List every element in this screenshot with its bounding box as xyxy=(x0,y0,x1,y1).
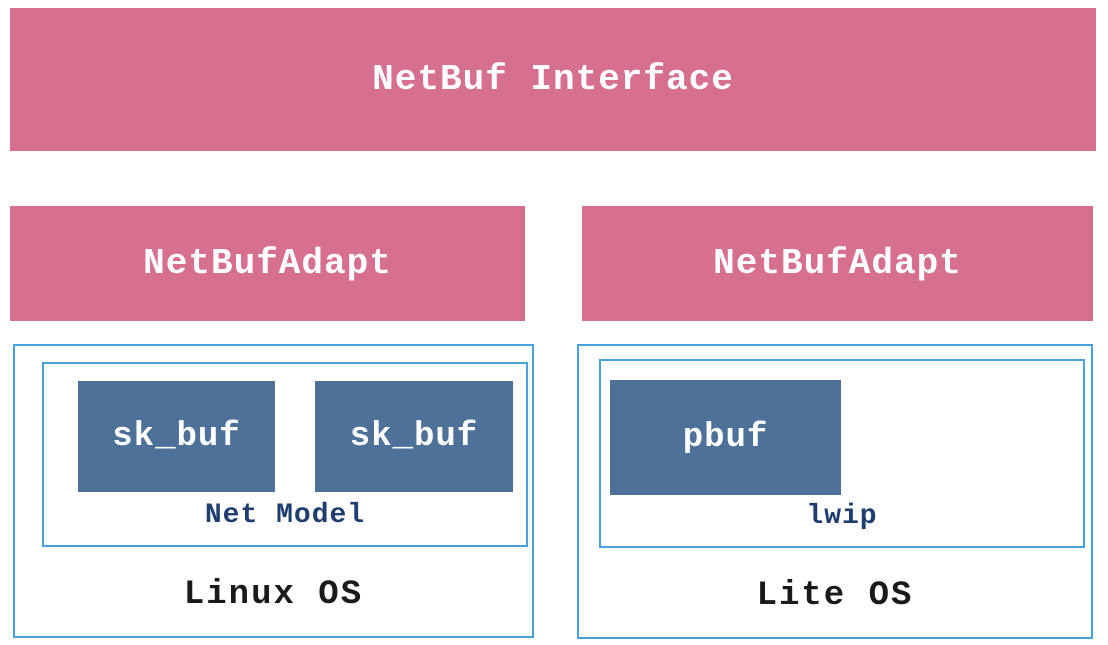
netbuf-interface-bar: NetBuf Interface xyxy=(10,8,1096,151)
net-model-box: sk_buf sk_buf Net Model xyxy=(42,362,528,547)
pbuf-label: pbuf xyxy=(682,418,769,457)
netbuf-adapt-right-bar: NetBufAdapt xyxy=(582,206,1093,321)
sk-buf-label-1: sk_buf xyxy=(112,417,241,456)
lwip-box: pbuf lwip xyxy=(599,359,1085,548)
linux-os-box: sk_buf sk_buf Net Model Linux OS xyxy=(13,344,534,638)
lite-os-label: Lite OS xyxy=(756,577,914,615)
netbuf-adapt-left-label: NetBufAdapt xyxy=(143,243,392,284)
lite-os-box: pbuf lwip Lite OS xyxy=(577,344,1093,639)
sk-buf-box-1: sk_buf xyxy=(78,381,275,492)
net-model-label: Net Model xyxy=(204,500,366,531)
sk-buf-box-2: sk_buf xyxy=(315,381,513,492)
netbuf-interface-label: NetBuf Interface xyxy=(372,59,734,100)
netbuf-adapt-left-bar: NetBufAdapt xyxy=(10,206,525,321)
lwip-label: lwip xyxy=(806,501,878,532)
sk-buf-label-2: sk_buf xyxy=(349,417,479,456)
linux-os-label: Linux OS xyxy=(183,576,364,614)
pbuf-box: pbuf xyxy=(610,380,841,495)
netbuf-adapt-right-label: NetBufAdapt xyxy=(713,243,962,284)
